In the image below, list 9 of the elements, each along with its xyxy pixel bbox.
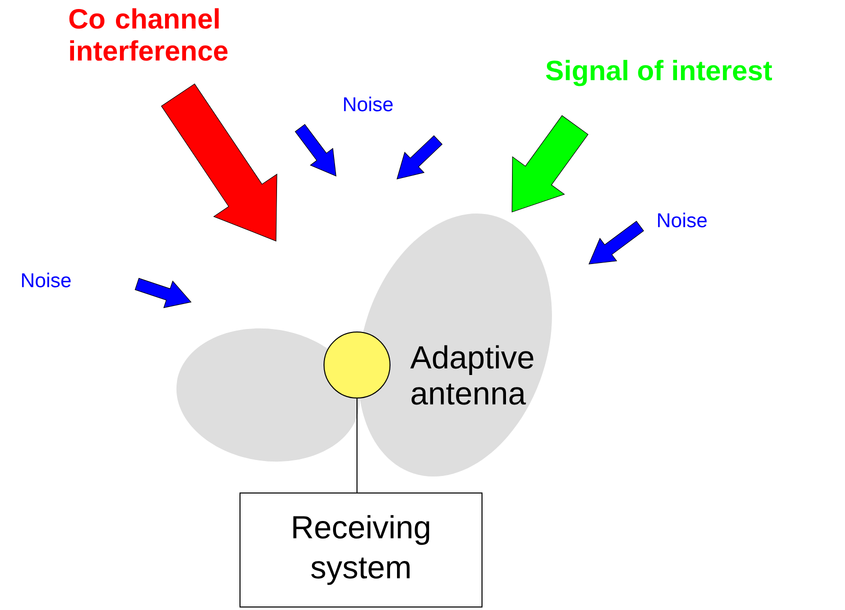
noise-label: Noise — [344, 96, 393, 112]
connector-line — [356, 398, 358, 493]
antenna-symbol — [324, 332, 390, 398]
noise-label: Noise — [22, 272, 71, 288]
interference-label: Co channel interference — [69, 8, 228, 61]
signal-label: Signal of interest — [546, 60, 772, 86]
noise-label: Noise — [658, 212, 707, 228]
receiver-box: Receiving system — [240, 492, 482, 608]
antenna-label: Adaptive antenna — [410, 345, 534, 405]
